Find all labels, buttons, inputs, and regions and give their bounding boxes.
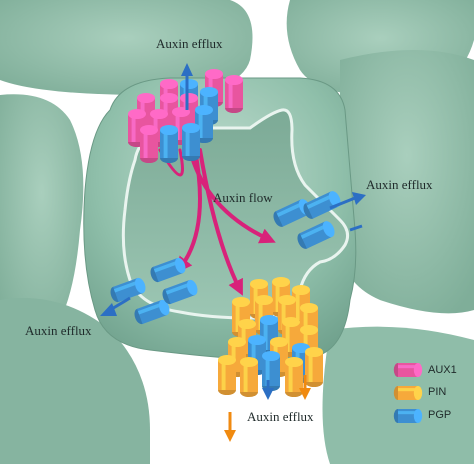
bottom-transporter-15	[218, 354, 236, 396]
top-transporter-14	[182, 122, 200, 162]
top-transporter-1	[225, 74, 243, 114]
legend-symbol-pin	[393, 386, 423, 400]
left-transporter-2	[150, 257, 186, 283]
label-flow: Auxin flow	[213, 190, 273, 205]
right-transporter-1	[297, 221, 335, 249]
left-transporter-3	[162, 279, 198, 305]
top-transporter-13	[160, 124, 178, 164]
legend-label-aux1: AUX1	[428, 364, 457, 376]
cell-bottom-left	[0, 298, 150, 464]
left-transporter-1	[134, 299, 170, 325]
label-efflux-left: Auxin efflux	[25, 323, 92, 338]
efflux-arrowhead-bottom-1	[224, 430, 236, 442]
legend-symbol-aux1	[393, 363, 423, 377]
bottom-transporter-18	[285, 356, 303, 398]
cell-left	[0, 94, 84, 341]
efflux-arrowhead-bottom-2	[262, 388, 274, 400]
efflux-arrow-right-2	[349, 224, 363, 232]
legend-label-pgp: PGP	[428, 409, 452, 421]
efflux-arrowhead-top	[181, 63, 193, 76]
flow-arrow-left	[176, 148, 202, 274]
efflux-arrowhead-left	[100, 303, 117, 316]
legend-label-pin: PIN	[428, 386, 447, 398]
flow-arrow-right	[188, 148, 276, 244]
bottom-transporter-19	[305, 346, 323, 388]
auxin-flow-arrows	[158, 148, 276, 296]
efflux-arrow-right	[329, 196, 356, 210]
label-efflux-top: Auxin efflux	[156, 36, 223, 51]
efflux-arrowhead-bottom-3	[299, 388, 311, 400]
flow-arrow-down	[198, 148, 243, 296]
left-transporter-0	[110, 277, 146, 303]
bottom-transporter-16	[240, 356, 258, 398]
bottom-transporter-17	[262, 350, 280, 392]
label-efflux-bottom: Auxin efflux	[247, 409, 314, 424]
right-transporter-2	[303, 191, 341, 219]
transporters	[110, 68, 341, 398]
top-transporter-12	[140, 124, 158, 164]
legend-symbol-pgp	[393, 409, 423, 423]
efflux-arrows	[100, 63, 366, 442]
legend	[393, 363, 423, 423]
efflux-arrowhead-right	[352, 192, 366, 205]
label-efflux-right: Auxin efflux	[366, 177, 433, 192]
cell-right	[340, 50, 474, 314]
